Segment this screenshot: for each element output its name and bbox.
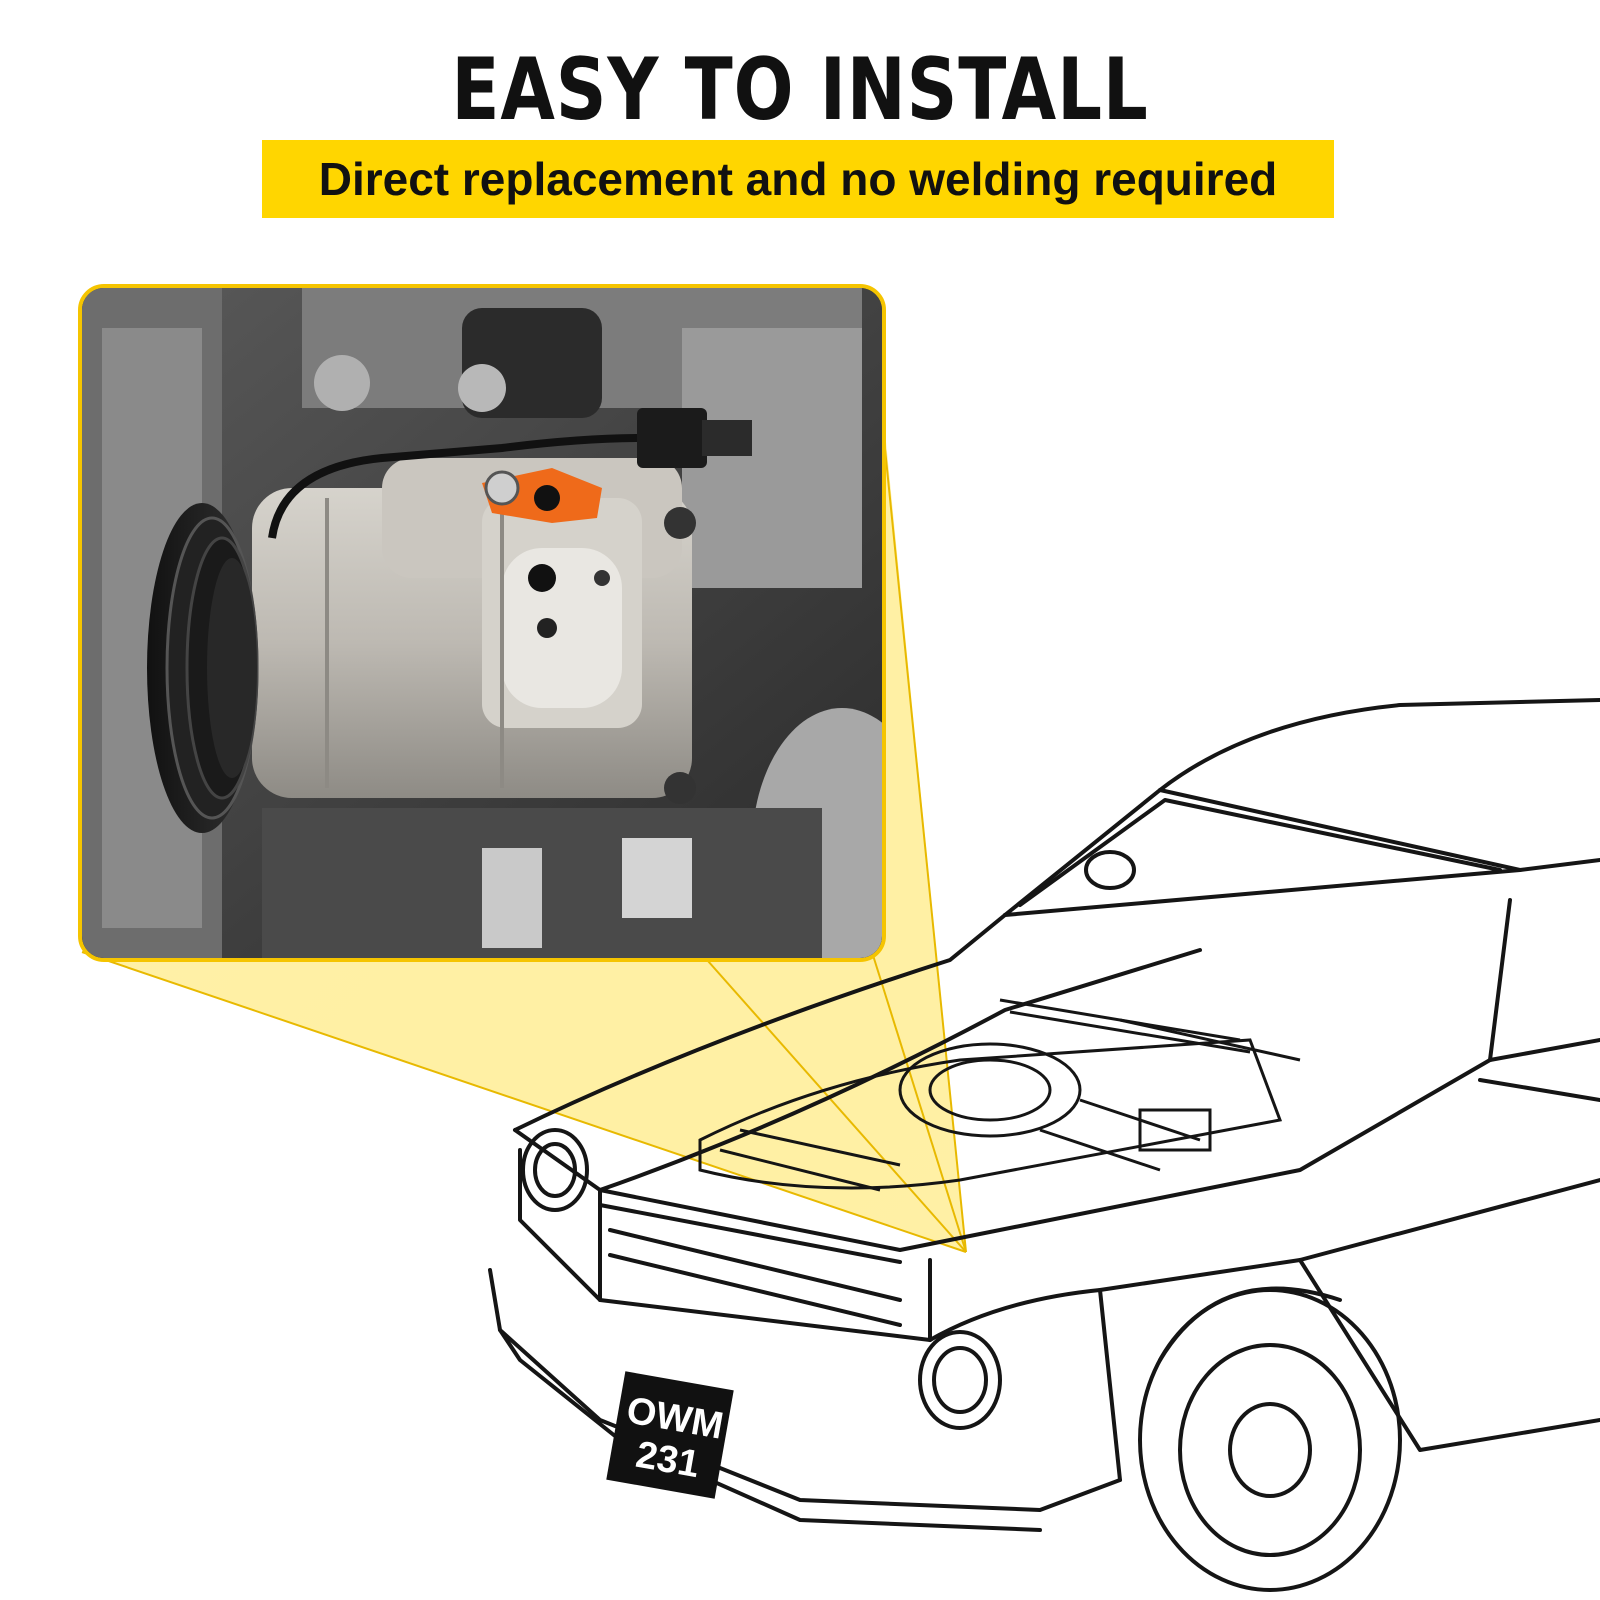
compressor-photo-frame	[78, 284, 886, 962]
cowl-vents	[999, 998, 1301, 1062]
page-title: EASY TO INSTALL	[451, 40, 1149, 140]
license-plate: OWM 231	[606, 1371, 734, 1499]
callout-lines	[81, 319, 967, 1253]
compressor-photo	[82, 288, 882, 958]
subtitle-text: Direct replacement and no welding requir…	[318, 153, 1278, 205]
subtitle-banner: Direct replacement and no welding requir…	[262, 140, 1334, 218]
car-body	[488, 698, 1600, 1592]
engine-bay	[698, 1038, 1283, 1192]
callout-funnel	[82, 300, 966, 1252]
